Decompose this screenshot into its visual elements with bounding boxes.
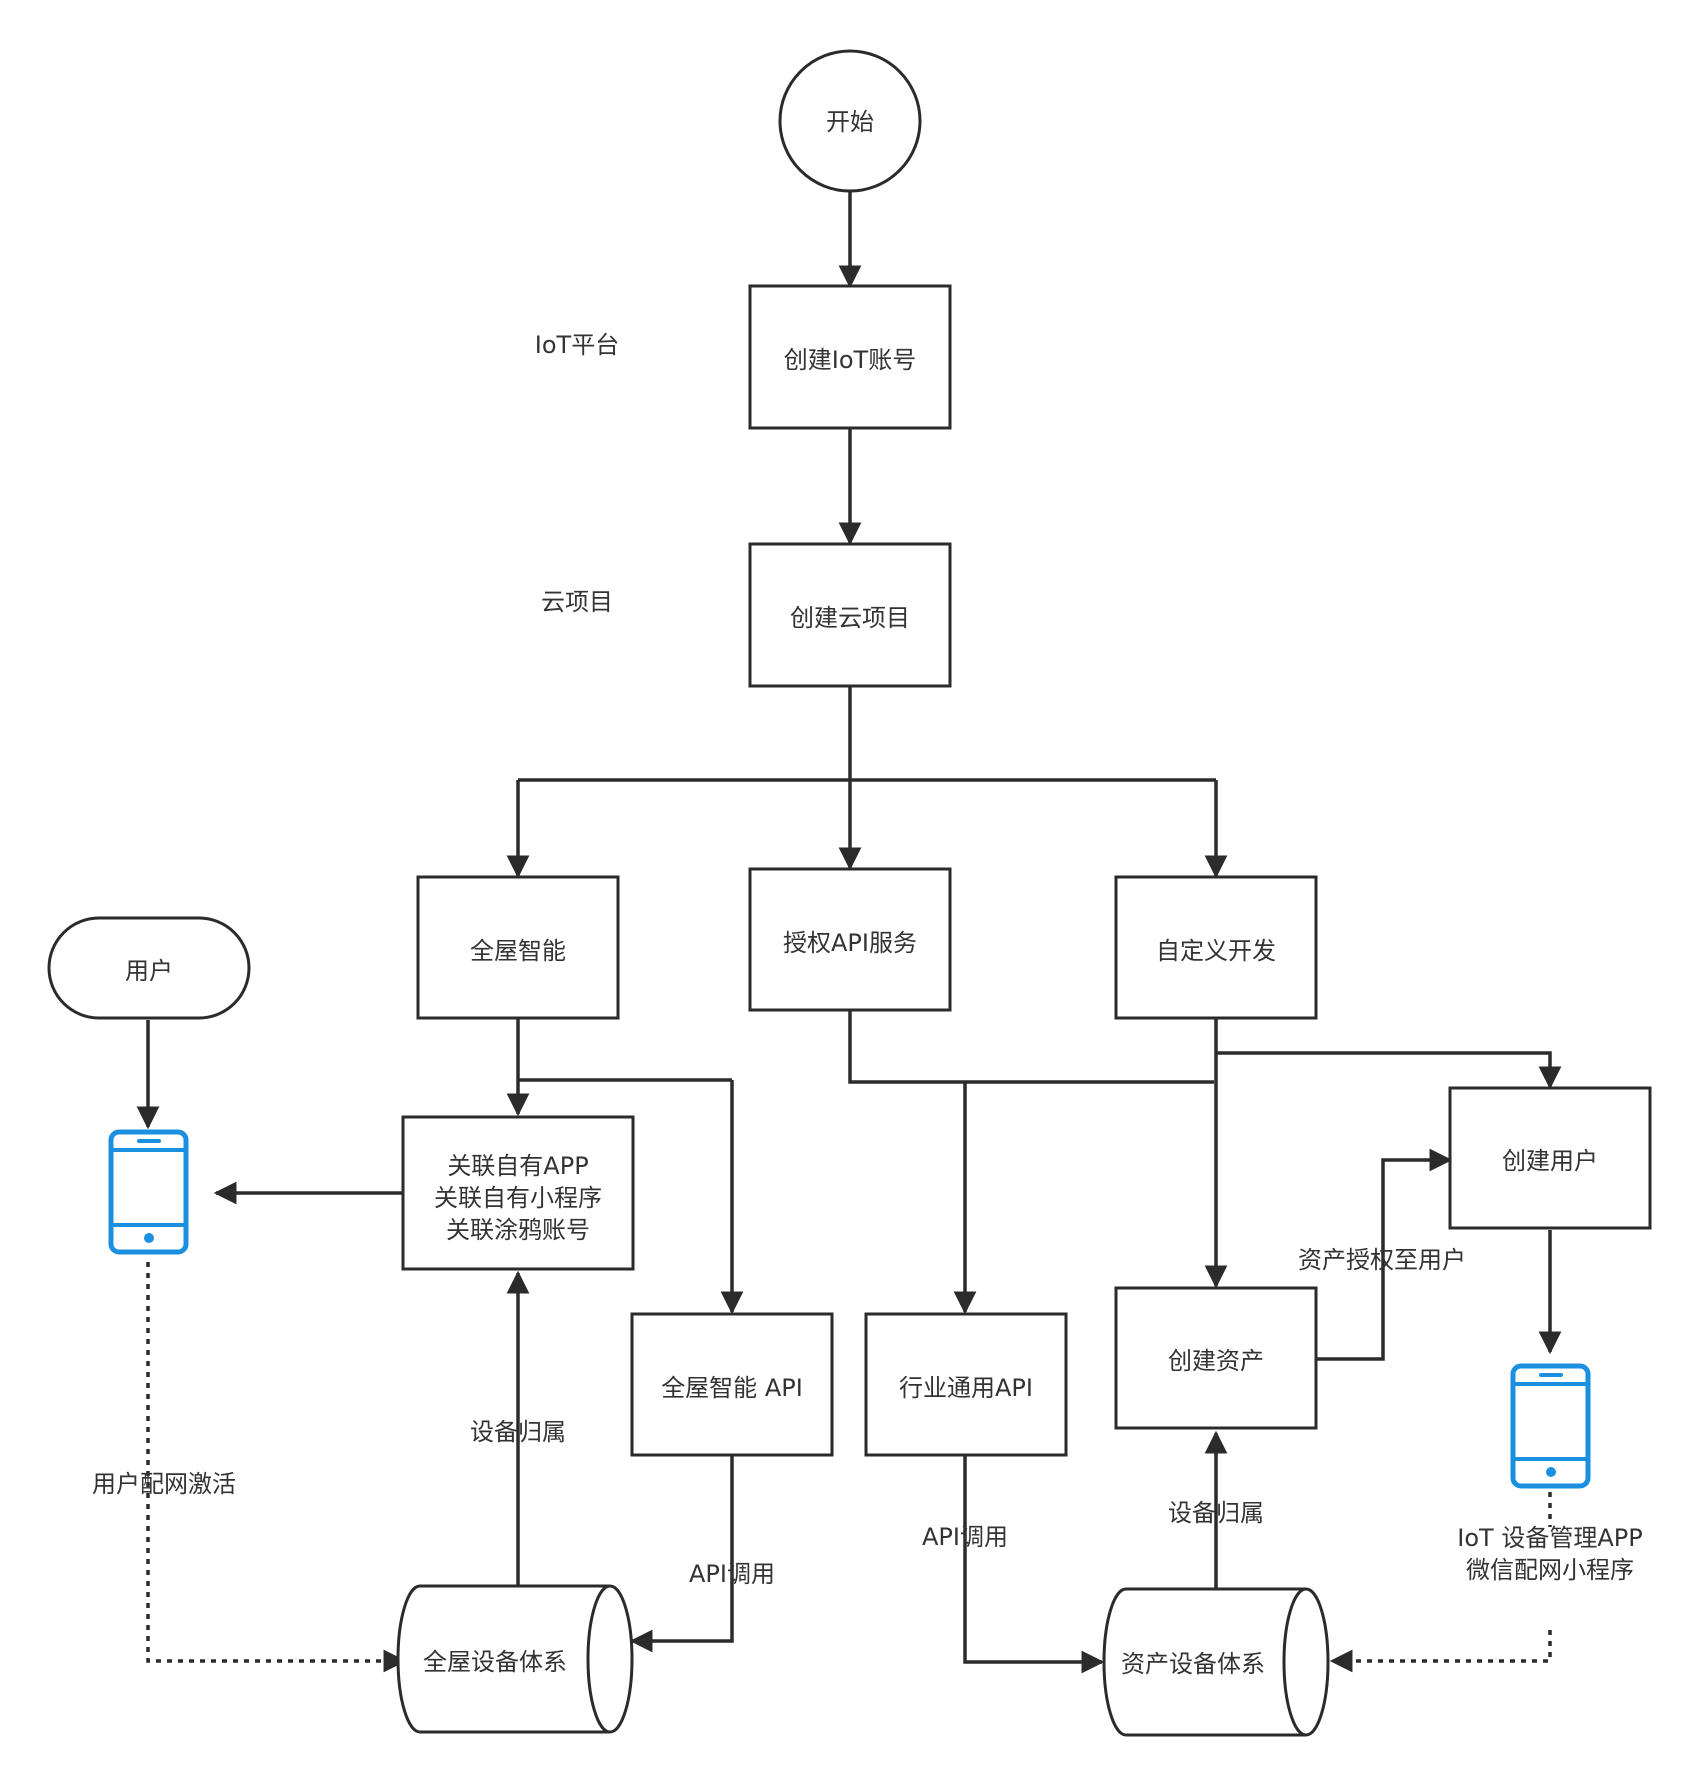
link-apps-node[interactable]: 关联自有APP 关联自有小程序 关联涂鸦账号 [401, 1115, 635, 1271]
create-user-node[interactable]: 创建用户 [1448, 1086, 1652, 1230]
create-cloud-project-label: 创建云项目 [790, 604, 910, 632]
asset-to-user-label: 资产授权至用户 [1298, 1246, 1466, 1274]
user-node[interactable]: 用户 [47, 916, 251, 1020]
edge-wh-api-to-devices [629, 1456, 734, 1653]
industry-api-node[interactable]: 行业通用API [864, 1312, 1068, 1457]
industry-api-label: 行业通用API [899, 1374, 1033, 1402]
auth-api-label: 授权API服务 [783, 929, 917, 957]
create-cloud-project-node[interactable]: 创建云项目 [748, 542, 952, 688]
iot-platform-label: IoT平台 [535, 331, 619, 359]
wechat-miniprogram-label: 微信配网小程序 [1466, 1556, 1634, 1584]
asset-devices-label: 资产设备体系 [1121, 1650, 1265, 1678]
iot-app-label: IoT 设备管理APP [1457, 1524, 1642, 1552]
whole-house-devices-node[interactable]: 全屋设备体系 [396, 1584, 634, 1734]
whole-house-api-node[interactable]: 全屋智能 API [630, 1312, 834, 1457]
whole-house-devices-label: 全屋设备体系 [423, 1648, 567, 1676]
api-call-left-label: API调用 [689, 1560, 775, 1588]
link-miniprogram-label: 关联自有小程序 [434, 1184, 602, 1212]
smartphone-icon [1510, 1363, 1591, 1489]
user-label: 用户 [125, 957, 173, 985]
create-iot-account-label: 创建IoT账号 [784, 346, 916, 374]
custom-dev-label: 自定义开发 [1156, 937, 1276, 965]
start-label: 开始 [826, 108, 874, 136]
device-owner-right-label: 设备归属 [1168, 1499, 1264, 1527]
cloud-project-label: 云项目 [541, 588, 613, 616]
edge-auth-api-bus [848, 1010, 1214, 1084]
link-tuya-account-label: 关联涂鸦账号 [446, 1216, 590, 1244]
start-node[interactable]: 开始 [778, 49, 922, 193]
edge-cloud-project-split [518, 686, 1216, 782]
whole-house-api-label: 全屋智能 API [661, 1374, 803, 1402]
whole-house-label: 全屋智能 [470, 937, 566, 965]
user-activate-label: 用户配网激活 [92, 1470, 236, 1498]
auth-api-node[interactable]: 授权API服务 [748, 867, 952, 1012]
link-app-label: 关联自有APP [447, 1152, 588, 1180]
edge-industry-api-to-asset-devices [963, 1456, 1105, 1674]
edge-phone-to-asset-devices [1332, 1492, 1552, 1661]
edge-phone-to-whole-house-devices [146, 1262, 407, 1673]
create-asset-label: 创建资产 [1168, 1347, 1264, 1375]
custom-dev-node[interactable]: 自定义开发 [1114, 875, 1318, 1020]
api-call-right-label: API调用 [922, 1523, 1008, 1551]
asset-devices-node[interactable]: 资产设备体系 [1102, 1587, 1330, 1737]
create-asset-node[interactable]: 创建资产 [1114, 1286, 1318, 1430]
create-iot-account-node[interactable]: 创建IoT账号 [748, 284, 952, 430]
smartphone-icon [108, 1129, 189, 1255]
edge-custom-dev-to-create-user [1216, 1051, 1562, 1090]
whole-house-node[interactable]: 全屋智能 [416, 875, 620, 1020]
edge-asset-to-user [1316, 1148, 1453, 1361]
device-owner-left-label: 设备归属 [470, 1418, 566, 1446]
create-user-label: 创建用户 [1502, 1147, 1598, 1175]
